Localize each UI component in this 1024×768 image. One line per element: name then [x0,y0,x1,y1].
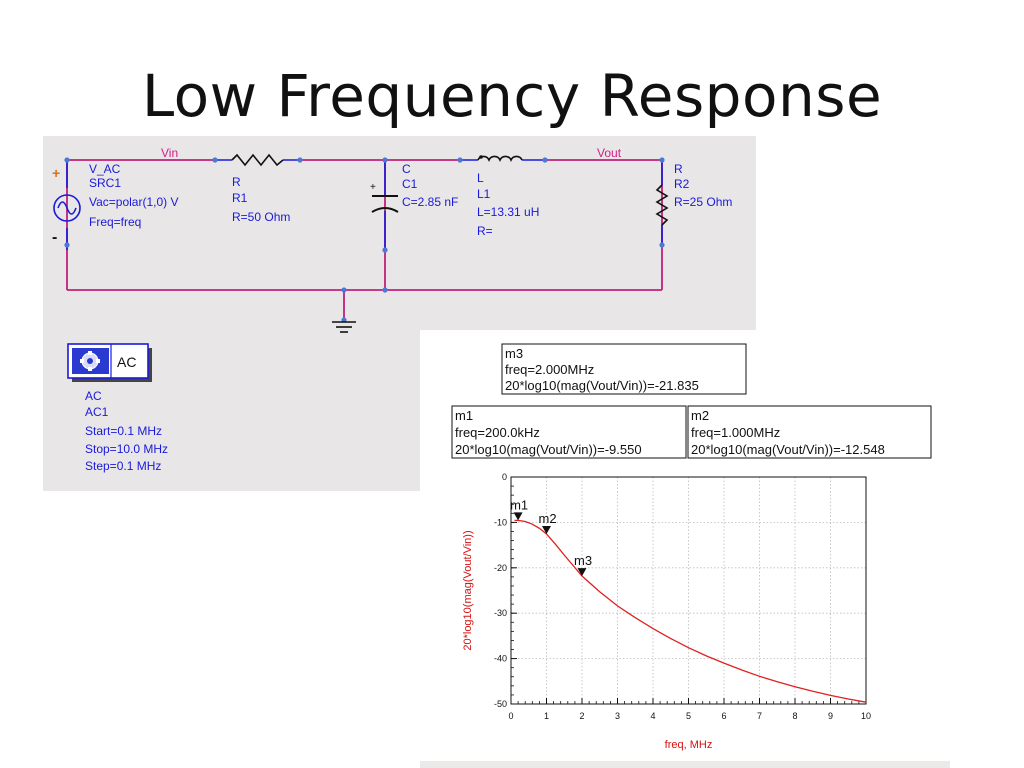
ac-sim-controller[interactable]: AC [67,343,152,382]
resistor-r2[interactable]: R R2 R=25 Ohm [655,162,732,226]
plot-panel [420,330,950,768]
resistor-r1[interactable]: R R1 R=50 Ohm [231,153,290,224]
y-tick-label: -50 [494,699,507,709]
l1-value-label: L=13.31 uH [477,205,539,219]
chart-minor-ticks [510,476,867,705]
marker-m3-label: m3 [574,553,592,568]
marker-m3-value: 20*log10(mag(Vout/Vin))=-21.835 [505,378,699,393]
schematic-wires [66,159,663,322]
r2-name-label: R2 [674,177,690,191]
x-tick-label: 9 [828,711,833,721]
l1-type-label: L [477,171,484,185]
source-vac-label: Vac=polar(1,0) V [89,195,179,209]
ac-step-label: Step=0.1 MHz [85,459,161,473]
source-name-label: SRC1 [89,176,121,190]
capacitor-c1[interactable]: + C C1 C=2.85 nF [370,162,458,213]
c1-value-label: C=2.85 nF [402,195,458,209]
marker-m3-name: m3 [505,346,523,361]
ac-button-label: AC [117,354,136,370]
r1-type-label: R [232,175,241,189]
chart-grid [511,477,866,704]
source-plus-label: + [52,165,60,181]
marker-m1-value: 20*log10(mag(Vout/Vin))=-9.550 [455,442,642,457]
marker-m3-freq: freq=2.000MHz [505,362,594,377]
source-minus-label: - [52,229,57,246]
y-tick-label: -30 [494,608,507,618]
x-tick-label: 6 [721,711,726,721]
simulation-icon [80,351,100,371]
r2-value-label: R=25 Ohm [674,195,732,209]
frequency-response-chart[interactable]: 0 1 2 3 4 5 6 7 8 9 10 0 -10 -20 -30 -40 -50 m1 m2 m3 fre… [462,472,871,751]
x-tick-label: 4 [650,711,655,721]
marker-m1-freq: freq=200.0kHz [455,425,540,440]
page-title: Low Frequency Response [141,62,883,130]
x-tick-label: 1 [544,711,549,721]
l1-r-label: R= [477,224,493,238]
marker-m2-value: 20*log10(mag(Vout/Vin))=-12.548 [691,442,885,457]
net-label-vin: Vin [161,146,178,160]
net-label-vout: Vout [597,146,622,160]
marker-m1-label: m1 [510,497,528,512]
y-tick-label: -40 [494,654,507,664]
marker-box-m2[interactable]: m2 freq=1.000MHz 20*log10(mag(Vout/Vin))… [687,405,932,459]
source-type-label: V_AC [89,162,121,176]
schematic-panel [43,136,756,332]
panel-bottom-strip [420,761,950,768]
y-tick-label: -20 [494,563,507,573]
x-tick-label: 0 [508,711,513,721]
marker-m1-triangle[interactable] [513,512,523,521]
y-tick-label: -10 [494,517,507,527]
y-axis-label: 20*log10(mag(Vout/Vin)) [462,530,474,650]
ac-name-label: AC1 [85,405,109,419]
x-tick-label: 3 [615,711,620,721]
marker-box-m3[interactable]: m3 freq=2.000MHz 20*log10(mag(Vout/Vin))… [501,343,747,395]
capacitor-polarity: + [370,182,376,193]
ac-start-label: Start=0.1 MHz [85,424,162,438]
marker-m1-name: m1 [455,408,473,423]
x-tick-label: 10 [861,711,871,721]
ac-type-label: AC [85,389,102,403]
x-tick-label: 8 [792,711,797,721]
ac-stop-label: Stop=10.0 MHz [85,442,168,456]
marker-m2-label: m2 [539,511,557,526]
marker-m3-triangle[interactable] [577,568,587,577]
ac-voltage-source[interactable]: + - V_AC SRC1 Vac=polar(1,0) V Freq=freq [52,162,179,246]
x-tick-label: 5 [686,711,691,721]
marker-m2-freq: freq=1.000MHz [691,425,780,440]
marker-box-m1[interactable]: m1 freq=200.0kHz 20*log10(mag(Vout/Vin))… [451,405,687,459]
x-tick-label: 2 [579,711,584,721]
source-freq-label: Freq=freq [89,215,141,229]
inductor-l1[interactable]: L L1 L=13.31 uH R= [477,155,539,238]
r1-name-label: R1 [232,191,248,205]
x-axis-label: freq, MHz [665,739,713,751]
c1-type-label: C [402,162,411,176]
c1-name-label: C1 [402,177,418,191]
x-tick-label: 7 [757,711,762,721]
r2-type-label: R [674,162,683,176]
r1-value-label: R=50 Ohm [232,210,290,224]
marker-m2-triangle[interactable] [542,525,551,534]
ground-icon [332,321,356,333]
marker-m2-name: m2 [691,408,709,423]
l1-name-label: L1 [477,187,491,201]
y-tick-label: 0 [502,472,507,482]
connection-dots [64,157,665,323]
series-line-response [514,519,867,703]
